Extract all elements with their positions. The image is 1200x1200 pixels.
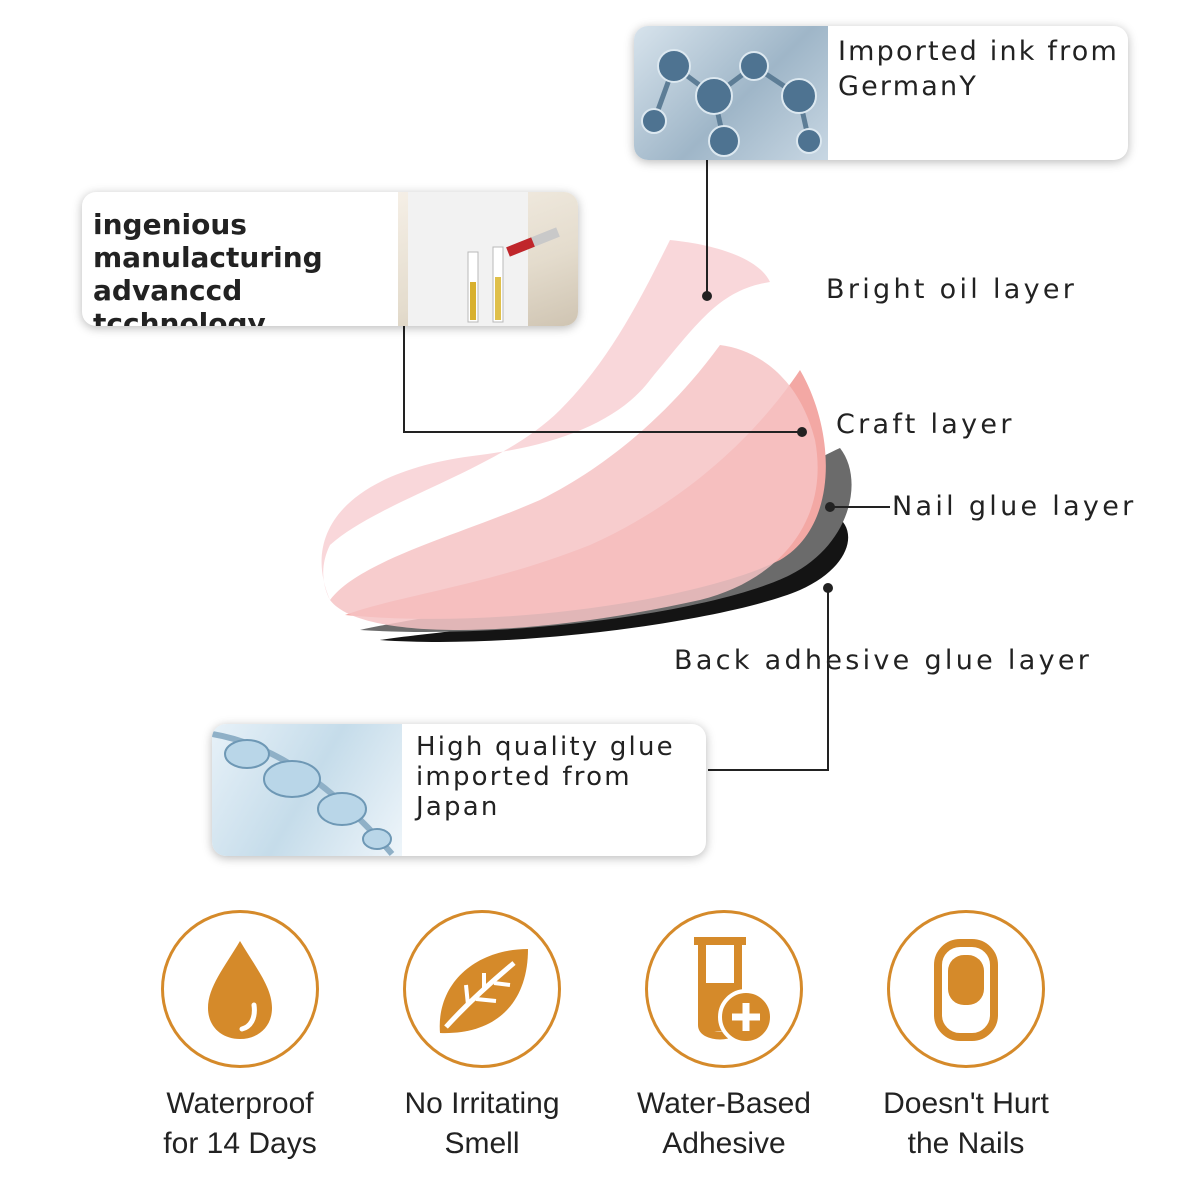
water-drop-icon	[208, 941, 272, 1039]
feature-no-hurt-label: Doesn't Hurt the Nails	[883, 1087, 1049, 1160]
back-adhesive-layer-shape	[380, 515, 849, 642]
feature-waterproof-label: Waterproof for 14 Days	[163, 1087, 317, 1160]
feature-water-based-label: Water-Based Adhesive	[637, 1087, 811, 1160]
imported-ink-callout: Imported ink from GermanY	[634, 26, 1128, 160]
japan-glue-callout: High quality glue imported from Japan	[212, 724, 706, 856]
feature-water-based: Water-Based Adhesive	[604, 910, 844, 1170]
leaf-icon	[439, 949, 528, 1034]
craft-layer-front-shape	[330, 345, 818, 630]
nail-icon	[934, 939, 998, 1041]
feature-no-smell: No Irritating Smell	[362, 910, 602, 1170]
beaker-plus-icon	[694, 937, 774, 1045]
craft-layer-label: Craft layer	[836, 409, 1015, 440]
bright-oil-layer-shape	[321, 240, 770, 600]
bright-oil-layer-label: Bright oil layer	[826, 274, 1078, 305]
manufacturing-technology-callout: ingenious manulacturing advanccd tcchnol…	[82, 192, 578, 326]
lab-coat-test-tube-icon	[398, 192, 578, 326]
nail-glue-layer-label: Nail glue layer	[892, 491, 1137, 522]
feature-no-hurt: Doesn't Hurt the Nails	[846, 910, 1086, 1170]
feature-waterproof: Waterproof for 14 Days	[120, 910, 360, 1170]
bubble-droplet-icon	[212, 724, 402, 856]
imported-ink-text: Imported ink from GermanY	[838, 36, 1120, 102]
back-adhesive-layer-label: Back adhesive glue layer	[674, 645, 1093, 676]
manufacturing-technology-text: ingenious manulacturing advanccd tcchnol…	[93, 208, 323, 326]
molecule-icon	[634, 26, 828, 160]
japan-glue-text: High quality glue imported from Japan	[416, 732, 675, 822]
feature-no-smell-label: No Irritating Smell	[404, 1087, 560, 1160]
